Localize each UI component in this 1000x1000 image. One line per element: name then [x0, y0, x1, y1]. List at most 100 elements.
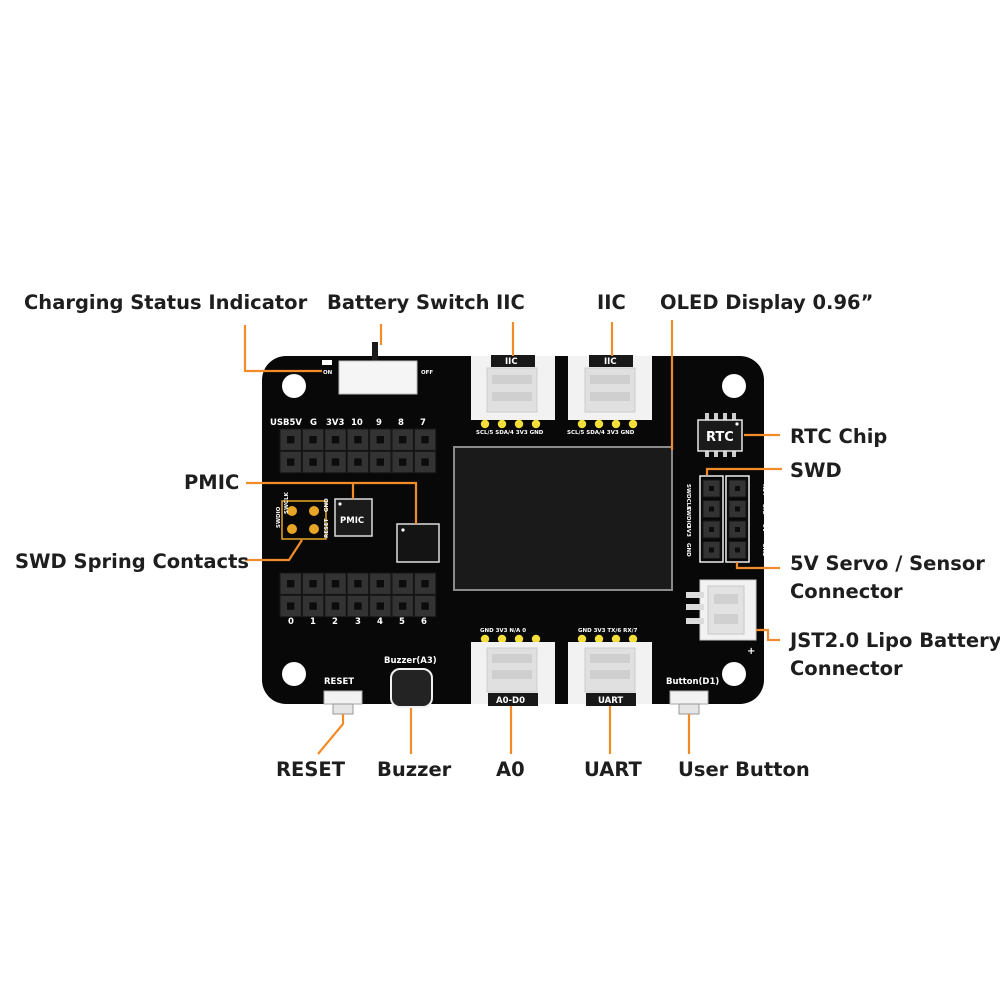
- callout-labels: Charging Status Indicator Battery Switch…: [15, 291, 1000, 781]
- callout-reset: RESET: [276, 758, 346, 781]
- header-pin-hole: [709, 486, 714, 491]
- swd-spring-contacts: SWDIO SWCLK RESET GND: [276, 491, 330, 540]
- header-pin-hole: [354, 458, 362, 466]
- callout-oled-display: OLED Display 0.96”: [660, 291, 873, 314]
- header-pin-hole: [376, 580, 384, 588]
- connector-pin: [611, 419, 621, 429]
- callout-iic-2: IIC: [597, 291, 626, 314]
- top-header-label: 9: [376, 418, 382, 428]
- top-header-label: 3V3: [326, 418, 344, 428]
- swd-pad-label: GND: [324, 498, 330, 512]
- a0-label: A0-D0: [496, 696, 525, 706]
- header-pin-hole: [399, 436, 407, 444]
- mounting-hole-bottom-left: [282, 662, 306, 686]
- uart-label: UART: [598, 696, 623, 706]
- reset-button[interactable]: [323, 690, 363, 715]
- swd-header-label: 3V3: [685, 525, 691, 537]
- connector-pin: [514, 634, 524, 644]
- servo-header-label: 5V: [761, 524, 767, 533]
- uart-pin-labels: GND 3V3 TX/6 RX/7: [578, 628, 638, 634]
- swd-pad-label: SWCLK: [284, 491, 290, 514]
- top-header-label: USB5V: [270, 418, 302, 428]
- battery-switch[interactable]: [338, 360, 418, 395]
- swd-pad-label: SWDIO: [276, 506, 282, 528]
- iic-connector-2: IIC: [568, 355, 652, 420]
- iic-connector-1: IIC: [471, 355, 555, 420]
- header-pin-hole: [354, 436, 362, 444]
- bottom-header-label: 6: [421, 617, 427, 627]
- swd-pad-label: RESET: [324, 518, 330, 538]
- header-pin-hole: [421, 580, 429, 588]
- header-pin-hole: [421, 602, 429, 610]
- connector-pin: [611, 634, 621, 644]
- swd-pin-header: [702, 479, 747, 559]
- mounting-hole-bottom-right: [722, 662, 746, 686]
- swd-servo-header-labels: SWDCLK SWDIO 3V3 GND RST SIG 5V GND: [685, 484, 767, 557]
- oled-display: [453, 446, 673, 591]
- servo-header-label: GND: [761, 543, 767, 557]
- header-pin-hole: [709, 547, 714, 553]
- callout-swd-spring-contacts: SWD Spring Contacts: [15, 550, 249, 573]
- mounting-hole-top-right: [722, 374, 746, 398]
- callout-battery-switch: Battery Switch: [327, 291, 490, 314]
- header-pin-hole: [287, 580, 295, 588]
- header-pin-hole: [309, 436, 317, 444]
- header-pin-hole: [287, 436, 295, 444]
- header-pin-hole: [376, 458, 384, 466]
- connector-pin: [531, 634, 541, 644]
- header-pin-hole: [735, 527, 740, 532]
- leader-swd-contacts: [245, 539, 303, 562]
- a0-connector: A0-D0: [471, 642, 555, 706]
- a0-pins: [480, 634, 541, 644]
- header-pin-hole: [421, 436, 429, 444]
- header-pin-hole: [287, 602, 295, 610]
- bottom-header-label: 0: [288, 617, 294, 627]
- iic-2-pins: [577, 419, 638, 429]
- top-header-label: 10: [351, 418, 363, 428]
- a0-pin-labels: GND 3V3 N/A 0: [480, 628, 526, 634]
- callout-uart: UART: [584, 758, 642, 781]
- connector-pin: [480, 419, 490, 429]
- header-pin-hole: [354, 580, 362, 588]
- servo-header-label: RST: [761, 484, 767, 496]
- buzzer-silk-label: Buzzer(A3): [384, 656, 437, 666]
- bottom-header-label: 5: [399, 617, 405, 627]
- connector-pin: [480, 634, 490, 644]
- header-pin-hole: [421, 458, 429, 466]
- bottom-header-label: 1: [310, 617, 316, 627]
- leader-reset: [317, 714, 345, 755]
- connector-pin: [628, 634, 638, 644]
- jst-battery-connector: [686, 579, 757, 641]
- callout-iic-1: IIC: [496, 291, 525, 314]
- leader-charging-indicator: [243, 325, 322, 373]
- rtc-chip: RTC: [697, 413, 743, 457]
- callout-user-button: User Button: [678, 758, 810, 781]
- iic-1-pins: [480, 419, 541, 429]
- callout-a0: A0: [496, 758, 525, 781]
- header-pin-hole: [331, 602, 340, 610]
- connector-pin: [594, 419, 604, 429]
- connector-pin: [577, 419, 587, 429]
- header-pin-hole: [399, 580, 407, 588]
- callout-rtc-chip: RTC Chip: [790, 425, 887, 448]
- swd-header-label: SWDIO: [685, 506, 691, 528]
- top-header-label: 8: [398, 418, 404, 428]
- bottom-pin-header: [279, 572, 437, 618]
- battery-switch-lever[interactable]: [372, 342, 378, 362]
- header-pin-hole: [709, 506, 714, 512]
- connector-pin: [497, 419, 507, 429]
- user-button[interactable]: [669, 690, 709, 715]
- leader-pmic-ic: [246, 481, 418, 524]
- pmic-chip-label: PMIC: [340, 516, 364, 526]
- top-header-label: G: [310, 418, 317, 428]
- leader-swd: [705, 467, 782, 475]
- callout-servo-connector-line1: 5V Servo / Sensor: [790, 552, 985, 575]
- user-button-silk-label: Button(D1): [666, 677, 719, 687]
- bottom-header-label: 2: [332, 617, 338, 627]
- connector-pin: [497, 634, 507, 644]
- iic-label-2: IIC: [604, 357, 617, 367]
- connector-pin: [531, 419, 541, 429]
- header-pin-hole: [399, 602, 407, 610]
- top-header-labels: USB5V G 3V3 10 9 8 7: [270, 418, 426, 428]
